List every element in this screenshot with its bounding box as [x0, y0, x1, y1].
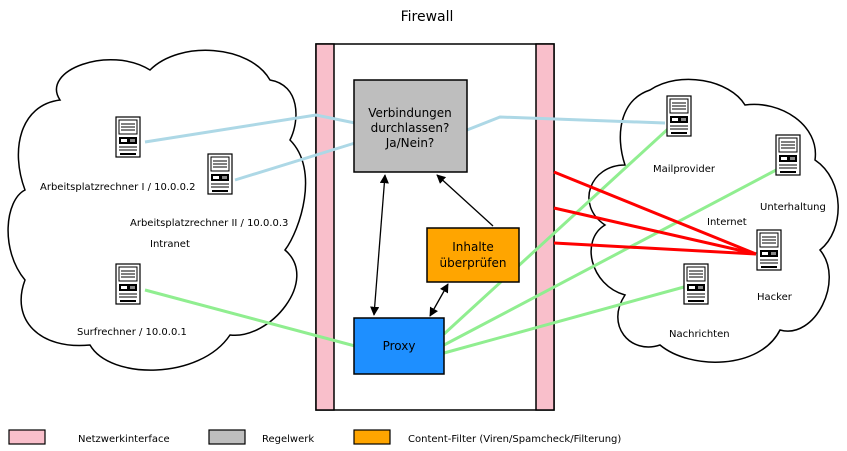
- legend-swatch-interface: [8, 429, 46, 445]
- rules-label-line2: durchlassen?: [371, 121, 450, 135]
- link-workstation2-rules: [234, 141, 356, 182]
- nachrichten-server-icon: [683, 263, 709, 305]
- hacker-server-icon: [756, 229, 782, 271]
- link-proxy-mailprovider: [442, 126, 671, 336]
- surfrechner-server-icon: [115, 263, 141, 305]
- filter-label-line1: Inhalte: [452, 240, 494, 254]
- surfrechner-label: Surfrechner / 10.0.0.1: [77, 327, 187, 338]
- network-interface-left: [315, 43, 335, 411]
- legend-swatch-filter: [353, 429, 391, 445]
- connection-lines: [144, 113, 781, 355]
- workstation1-label: Arbeitsplatzrechner I / 10.0.0.2: [40, 182, 195, 193]
- flow-arrows: [370, 174, 494, 317]
- arrow-filter-proxy: [429, 283, 449, 317]
- intranet-cloud: [7, 49, 307, 371]
- link-proxy-nachrichten: [443, 285, 685, 355]
- link-rules-mailprovider: [466, 115, 666, 132]
- legend-label-filter: Content-Filter (Viren/Spamcheck/Filterun…: [408, 434, 621, 445]
- rules-label-line1: Verbindungen: [368, 106, 452, 120]
- rules-label-line3: Ja/Nein?: [385, 136, 435, 150]
- legend-swatch-rules: [208, 429, 246, 445]
- workstation2-server-icon: [207, 153, 233, 195]
- internet-label: Internet: [707, 217, 747, 228]
- link-hacker-2: [553, 206, 757, 256]
- workstation2-label: Arbeitsplatzrechner II / 10.0.0.3: [130, 218, 288, 229]
- network-interface-right: [535, 43, 555, 411]
- filter-label-line2: überprüfen: [440, 256, 507, 270]
- proxy-label: Proxy: [383, 339, 416, 353]
- arrow-filter-rules: [436, 174, 494, 227]
- hacker-label: Hacker: [757, 292, 793, 303]
- legend-label-interface: Netzwerkinterface: [78, 434, 170, 445]
- intranet-label: Intranet: [150, 239, 190, 250]
- proxy-box: [353, 317, 445, 375]
- link-hacker-1: [553, 170, 757, 256]
- link-proxy-unterhaltung: [443, 166, 781, 347]
- legend-label-rules: Regelwerk: [262, 434, 314, 445]
- nachrichten-label: Nachrichten: [669, 329, 730, 340]
- mailprovider-label: Mailprovider: [653, 164, 716, 175]
- rules-box: [353, 79, 468, 173]
- diagram-title: Firewall: [401, 9, 454, 25]
- link-surfrechner-proxy: [144, 288, 356, 348]
- link-hacker-3: [553, 241, 757, 256]
- legend: Netzwerkinterface Regelwerk Content-Filt…: [8, 429, 621, 445]
- content-filter-box: [426, 227, 520, 283]
- unterhaltung-server-icon: [775, 134, 801, 176]
- workstation1-server-icon: [115, 116, 141, 158]
- mailprovider-server-icon: [666, 95, 692, 137]
- arrow-rules-proxy: [370, 174, 389, 316]
- unterhaltung-label: Unterhaltung: [760, 202, 826, 213]
- link-workstation1-rules: [144, 113, 356, 144]
